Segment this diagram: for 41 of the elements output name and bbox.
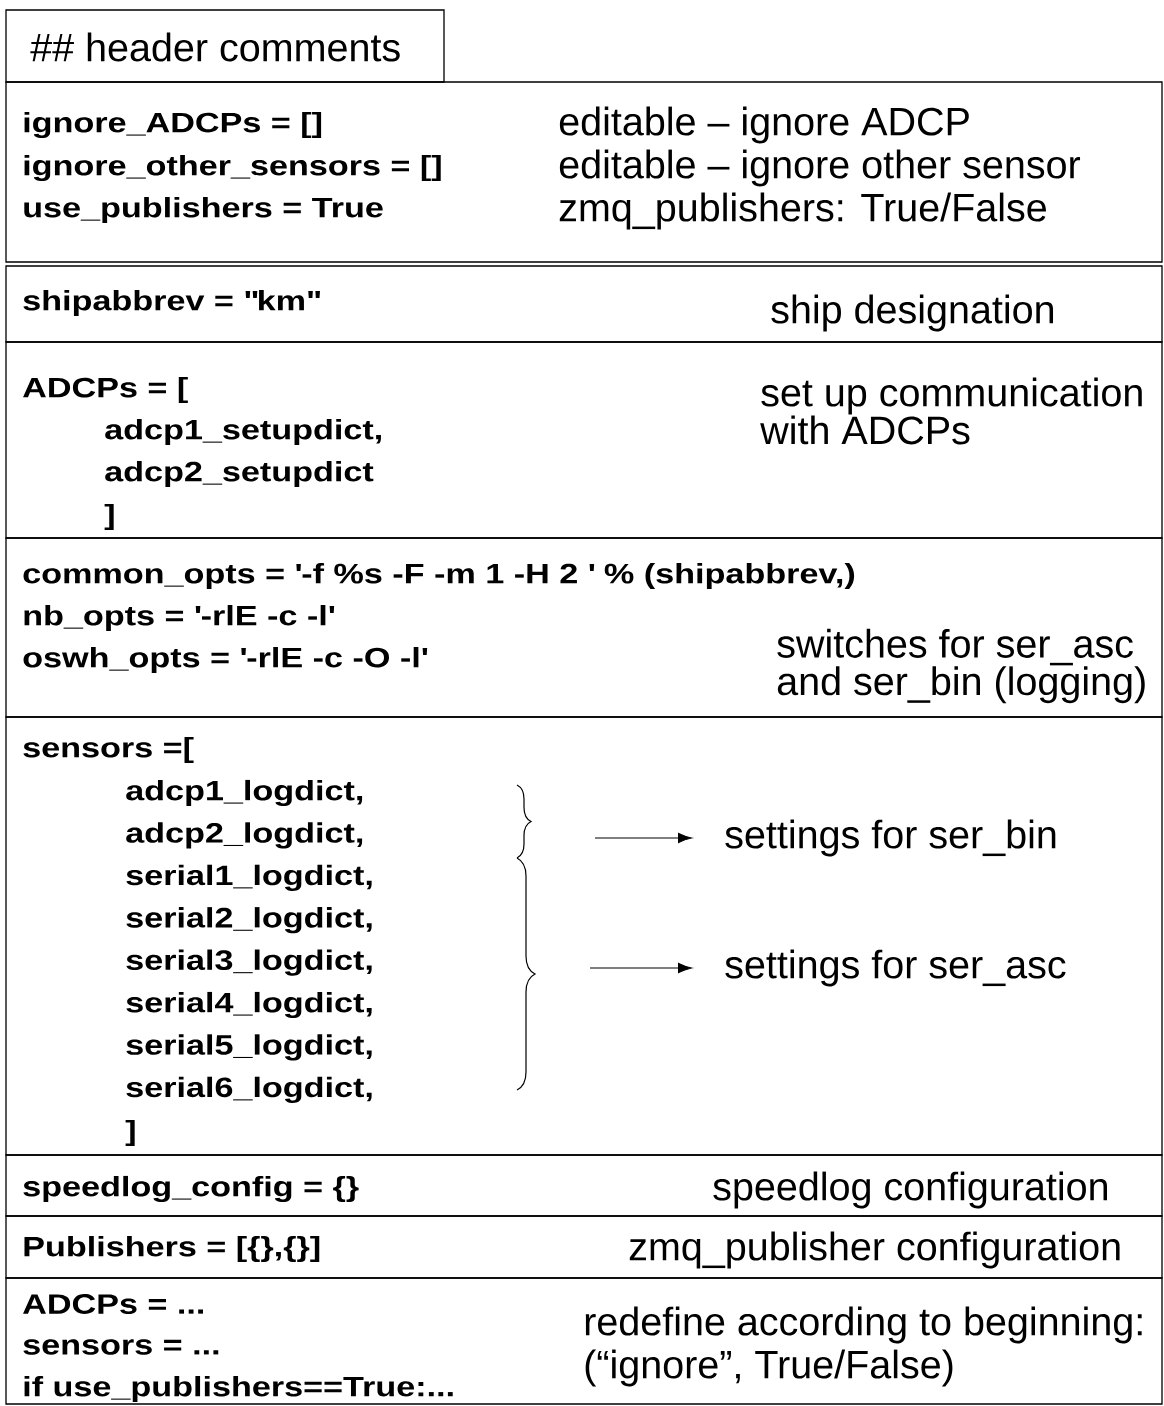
code-line: oswh_opts = '-rlE -c -O -l' — [23, 646, 428, 674]
code-line: common_opts = '-f %s -F -m 1 -H 2 ' % (shipabbrev,) — [23, 562, 855, 590]
description-text: ## header comments — [30, 32, 400, 62]
code-line: ADCPs = ... — [23, 1294, 203, 1314]
code-line: serial3_logdict, — [126, 949, 372, 976]
code-line: serial2_logdict, — [126, 907, 372, 934]
description-text: ship designation — [771, 294, 1053, 332]
code-line: sensors =[ — [23, 736, 194, 764]
description-text: set up communication with ADCPs — [760, 377, 1142, 445]
code-line: speedlog_config = {} — [23, 1175, 359, 1203]
code-line: nb_opts = '-rlE -c -l' — [24, 604, 335, 632]
description-text: settings for ser_bin — [725, 819, 1056, 857]
description-text: speedlog configuration — [713, 1171, 1107, 1209]
code-line: adcp2_setupdict — [105, 460, 374, 488]
description-text: (“ignore”, True/False) — [585, 1349, 953, 1387]
code-line: ] — [125, 1119, 135, 1147]
arrow — [594, 832, 692, 844]
description-text: zmq_publisher configuration — [629, 1231, 1120, 1269]
code-line: ignore_ADCPs = [] — [24, 111, 322, 139]
code-line: shipabbrev = "km" — [23, 289, 320, 317]
code-line: use_publishers = True — [24, 196, 383, 224]
code-line: ignore_other_sensors = [] — [24, 154, 441, 182]
code-line: serial4_logdict, — [126, 991, 372, 1019]
code-line: serial1_logdict, — [126, 864, 372, 891]
arrow — [589, 962, 692, 974]
description-text: zmq_publishers: True/False — [559, 192, 1046, 230]
description-text: redefine according to beginning: — [585, 1306, 1142, 1344]
code-line: ADCPs = [ — [23, 376, 188, 404]
code-line: serial6_logdict, — [126, 1076, 372, 1103]
description-text: editable – ignore ADCP — [559, 106, 969, 144]
code-line: adcp2_logdict, — [126, 822, 363, 849]
code-line: sensors = ... — [23, 1339, 219, 1355]
description-text: settings for ser_asc — [725, 949, 1066, 987]
code-line: adcp1_logdict, — [126, 779, 363, 807]
code-line: ] — [104, 503, 114, 531]
code-line: Publishers = [{},{}] — [24, 1235, 320, 1263]
code-line: serial5_logdict, — [126, 1034, 372, 1061]
code-line: if use_publishers==True:... — [24, 1375, 453, 1403]
description-text: switches for ser_asc and ser_bin (logging) — [777, 628, 1145, 704]
description-text: editable – ignore other sensor — [559, 149, 1081, 187]
code-line: adcp1_setupdict, — [105, 418, 381, 446]
